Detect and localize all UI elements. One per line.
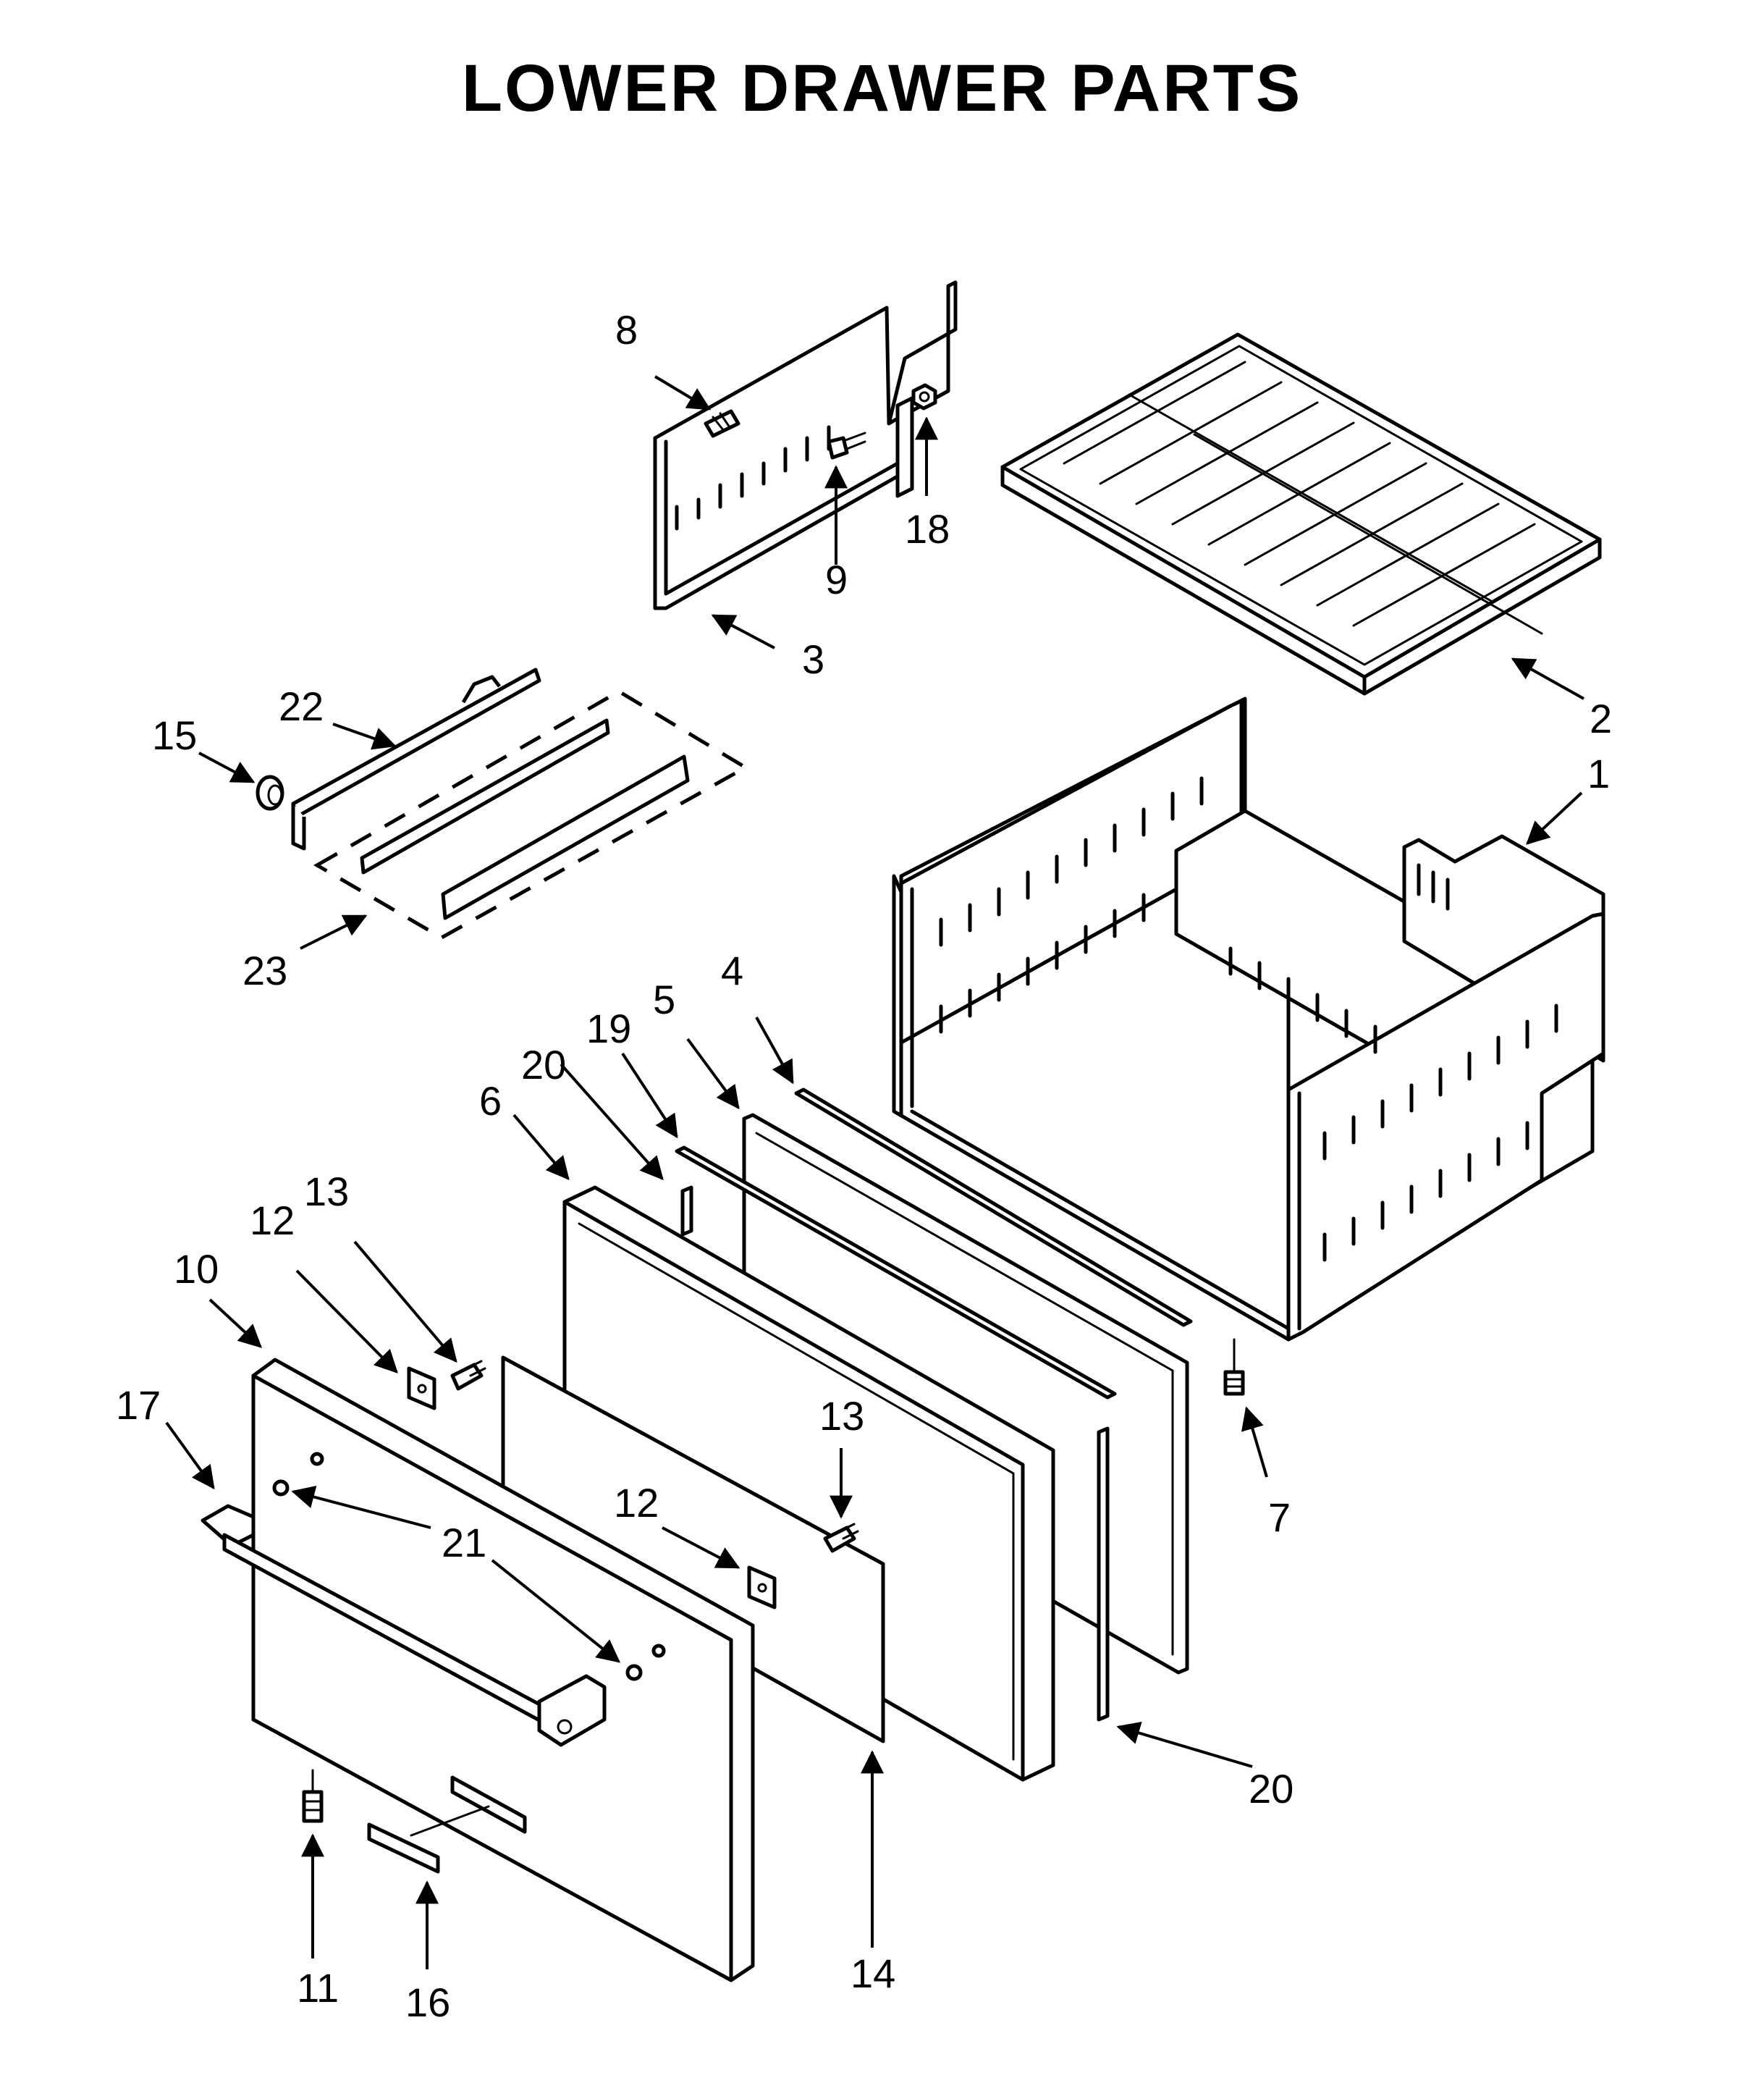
- callout-20b: 20: [1249, 1766, 1294, 1812]
- callout-23: 23: [242, 948, 287, 993]
- part-9-screw: [827, 432, 866, 460]
- callout-4: 4: [721, 948, 743, 993]
- part-13-screw-right: [823, 1523, 859, 1553]
- part-14-liner: [501, 1355, 885, 1743]
- callout-16: 16: [405, 1979, 450, 2025]
- part-13-screw-top: [450, 1360, 486, 1391]
- part-7-screw: [1223, 1338, 1245, 1396]
- callout-20a: 20: [521, 1042, 566, 1087]
- part-20-gasket-top: [680, 1185, 693, 1237]
- callout-17: 17: [116, 1382, 161, 1428]
- part-2-tray: [1000, 332, 1602, 696]
- callout-8: 8: [615, 307, 638, 353]
- callout-9: 9: [825, 557, 848, 602]
- callout-13b: 13: [819, 1393, 864, 1439]
- callout-14: 14: [851, 1951, 895, 1996]
- part-16-badge: [367, 1805, 490, 1874]
- callout-21: 21: [442, 1520, 486, 1565]
- part-19-gasket: [675, 1145, 1117, 1400]
- part-20-gasket-bottom: [1097, 1426, 1110, 1722]
- callout-13a: 13: [304, 1169, 349, 1214]
- part-11-screw: [302, 1769, 324, 1823]
- callout-12b: 12: [614, 1480, 659, 1526]
- part-21-screws: [272, 1452, 666, 1681]
- callout-15: 15: [152, 712, 197, 758]
- callout-labels: 1 2 3 4 5 6 7 8 9 10 11 12 12 13 13 14 1…: [116, 307, 1612, 2025]
- callout-3: 3: [802, 636, 824, 682]
- leader-lines: [165, 375, 1584, 1969]
- part-17-handle: [201, 1504, 607, 1747]
- part-1-drawer-bin: [892, 697, 1605, 1342]
- part-15-knob: [256, 775, 284, 811]
- callout-12a: 12: [250, 1198, 295, 1243]
- part-23-rails: [313, 689, 749, 940]
- callout-7: 7: [1268, 1494, 1291, 1540]
- part-12-plate-right: [747, 1565, 777, 1610]
- callout-11: 11: [297, 1965, 339, 2011]
- part-22-rail: [291, 668, 541, 851]
- callout-18: 18: [905, 506, 950, 552]
- part-12-plate-top: [407, 1366, 436, 1410]
- callout-1: 1: [1587, 751, 1610, 796]
- callout-6: 6: [479, 1078, 502, 1124]
- diagram-title: LOWER DRAWER PARTS: [461, 51, 1303, 125]
- part-18-nut: [911, 383, 937, 411]
- part-4-gasket: [794, 1087, 1193, 1327]
- callout-10: 10: [174, 1246, 219, 1292]
- part-8-screw: [704, 409, 740, 438]
- callout-2: 2: [1590, 696, 1612, 741]
- callout-5: 5: [653, 977, 675, 1022]
- callout-22: 22: [279, 683, 324, 729]
- part-3-bracket: [653, 280, 958, 610]
- callout-19: 19: [586, 1006, 631, 1051]
